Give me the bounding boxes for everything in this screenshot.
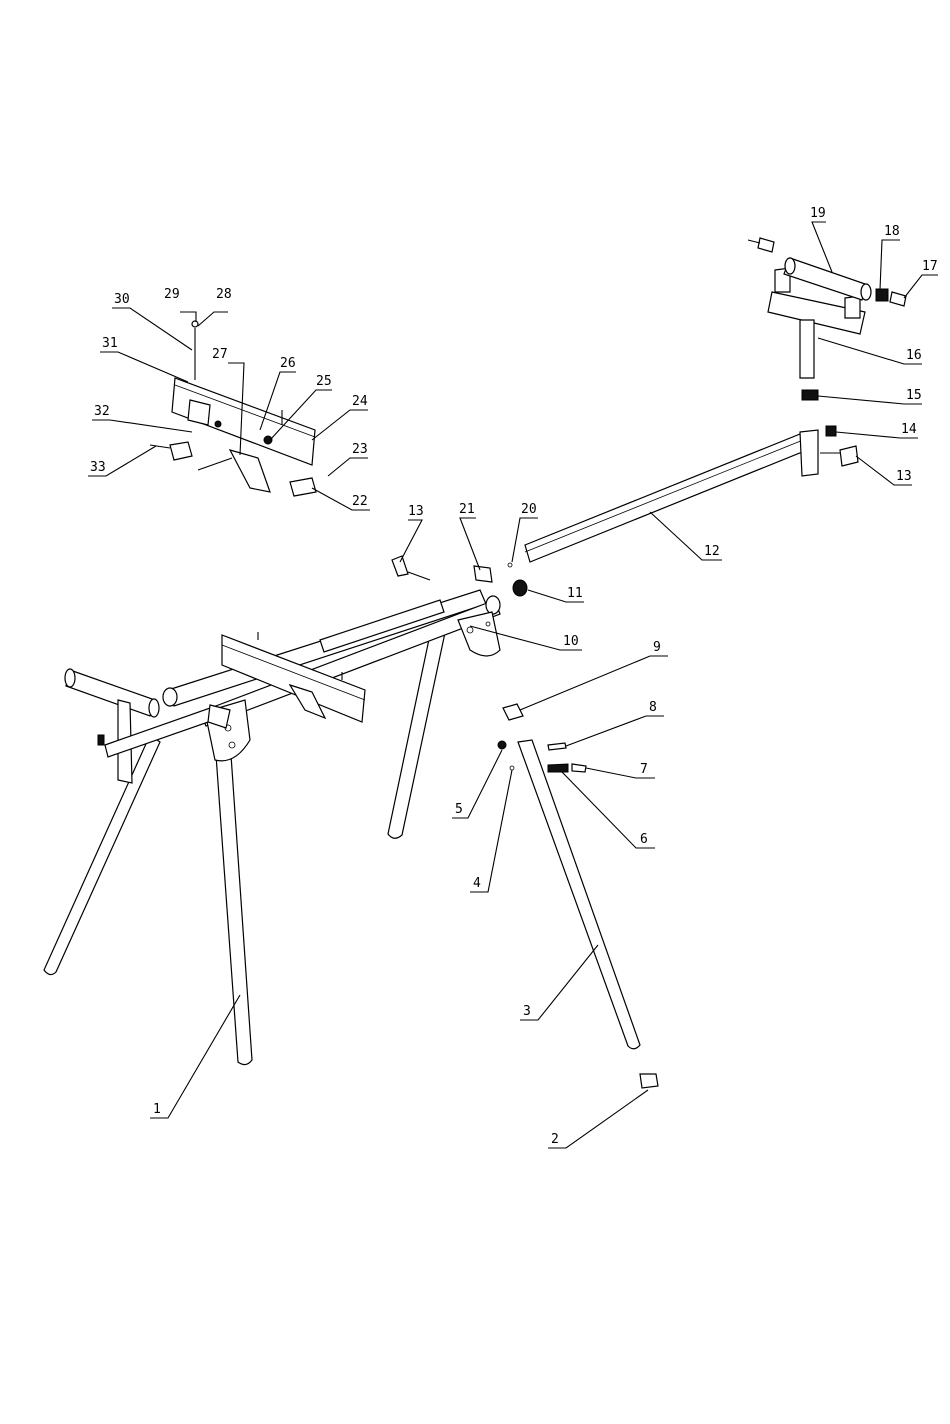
extension-bar	[525, 426, 858, 562]
callout-8: 8	[649, 700, 657, 715]
callout-2: 2	[551, 1132, 559, 1147]
right-rear-leg	[388, 625, 446, 838]
callout-11: 11	[567, 586, 583, 601]
main-frame	[163, 590, 500, 761]
callout-9: 9	[653, 640, 661, 655]
callout-17: 17	[922, 259, 938, 274]
callout-28: 28	[216, 287, 232, 302]
left-front-leg	[44, 735, 160, 975]
callout-22: 22	[352, 494, 368, 509]
right-roller-support	[748, 238, 906, 400]
callout-27: 27	[212, 347, 228, 362]
callout-1: 1	[153, 1102, 161, 1117]
callout-15: 15	[906, 388, 922, 403]
right-front-leg	[518, 740, 640, 1049]
callout-13-left: 13	[408, 504, 424, 519]
callout-20: 20	[521, 502, 537, 517]
callout-18: 18	[884, 224, 900, 239]
callout-31: 31	[102, 336, 118, 351]
callout-23: 23	[352, 442, 368, 457]
left-rear-leg	[216, 755, 252, 1065]
callout-7: 7	[640, 762, 648, 777]
callout-24: 24	[352, 394, 368, 409]
callout-32: 32	[94, 404, 110, 419]
callout-30: 30	[114, 292, 130, 307]
callout-5: 5	[455, 802, 463, 817]
callout-4: 4	[473, 876, 481, 891]
callout-29: 29	[164, 287, 180, 302]
saw-mounting-bracket	[150, 321, 316, 496]
callout-21: 21	[459, 502, 475, 517]
callout-33: 33	[90, 460, 106, 475]
callout-3: 3	[523, 1004, 531, 1019]
callout-13-right: 13	[896, 469, 912, 484]
callout-25: 25	[316, 374, 332, 389]
callout-6: 6	[640, 832, 648, 847]
callout-16: 16	[906, 348, 922, 363]
callout-19: 19	[810, 206, 826, 221]
callout-12: 12	[704, 544, 720, 559]
callout-26: 26	[280, 356, 296, 371]
callout-14: 14	[901, 422, 917, 437]
callout-10: 10	[563, 634, 579, 649]
